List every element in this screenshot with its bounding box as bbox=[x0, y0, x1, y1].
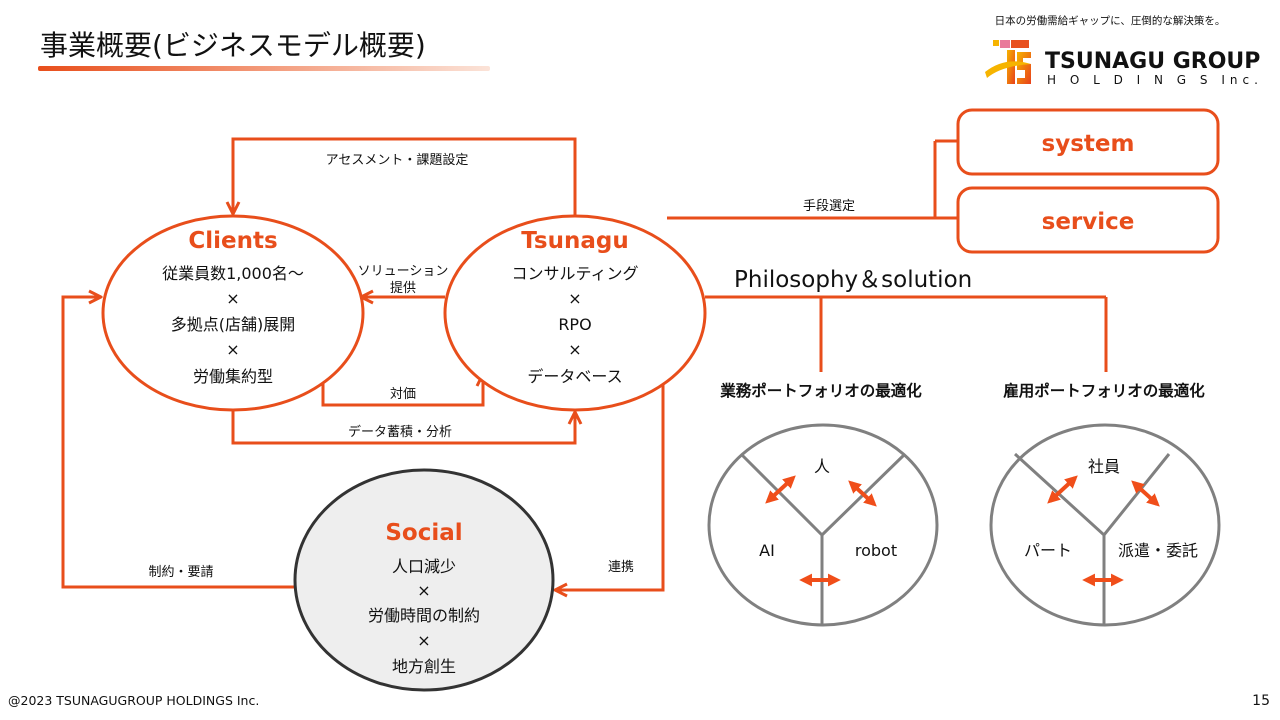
double-arrow-icon bbox=[1131, 480, 1160, 507]
portfolio-title: 業務ポートフォリオの最適化 bbox=[719, 381, 922, 400]
social-line: 地方創生 bbox=[392, 657, 456, 676]
payment-label: 対価 bbox=[390, 387, 416, 402]
employment-portfolio: 雇用ポートフォリオの最適化 社員 パート 派遣・委託 bbox=[989, 381, 1221, 627]
service-label: service bbox=[1042, 209, 1135, 235]
assessment-label: アセスメント・課題設定 bbox=[326, 152, 469, 168]
tsunagu-line: × bbox=[568, 289, 581, 308]
double-arrow-icon bbox=[848, 480, 877, 507]
business-portfolio: 業務ポートフォリオの最適化 人 AI robot bbox=[707, 381, 939, 627]
portfolio-title: 雇用ポートフォリオの最適化 bbox=[1003, 381, 1205, 400]
copyright: @2023 TSUNAGUGROUP HOLDINGS Inc. bbox=[8, 693, 259, 708]
portfolio-top: 社員 bbox=[1088, 457, 1120, 476]
portfolio-right: robot bbox=[855, 541, 897, 560]
link-arrow bbox=[555, 385, 665, 590]
means-connector bbox=[667, 139, 958, 220]
clients-line: 従業員数1,000名～ bbox=[162, 264, 304, 283]
double-arrow-icon bbox=[1047, 475, 1078, 504]
social-line: × bbox=[417, 631, 430, 650]
logo-sub: H O L D I N G S Inc. bbox=[1047, 73, 1263, 87]
tsunagu-line: コンサルティング bbox=[511, 264, 638, 283]
page-number: 15 bbox=[1252, 693, 1270, 709]
title-underline bbox=[38, 66, 490, 71]
tsunagu-line: RPO bbox=[558, 315, 591, 334]
logo-tagline: 日本の労働需給ギャップに、圧倒的な解決策を。 bbox=[995, 14, 1226, 27]
tsunagu-line: × bbox=[568, 340, 581, 359]
social-node: Social 人口減少 × 労働時間の制約 × 地方創生 bbox=[293, 468, 555, 692]
constraint-label: 制約・要請 bbox=[148, 565, 213, 580]
social-line: × bbox=[417, 581, 430, 600]
portfolio-right: 派遣・委託 bbox=[1118, 541, 1198, 560]
page-title: 事業概要(ビジネスモデル概要) bbox=[40, 29, 426, 62]
solution-label-2: 提供 bbox=[390, 280, 416, 296]
clients-line: × bbox=[226, 340, 239, 359]
tsunagu-line: データベース bbox=[527, 367, 622, 386]
link-label: 連携 bbox=[608, 559, 634, 575]
portfolio-left: AI bbox=[759, 541, 775, 560]
assessment-arrow bbox=[233, 137, 577, 216]
logo-name: TSUNAGU GROUP bbox=[1045, 49, 1260, 74]
clients-node: Clients 従業員数1,000名～ × 多拠点(店舗)展開 × 労働集約型 bbox=[101, 214, 365, 412]
clients-line: × bbox=[226, 289, 239, 308]
clients-heading: Clients bbox=[188, 228, 277, 254]
clients-line: 労働集約型 bbox=[193, 367, 273, 386]
solution-label-1: ソリューション bbox=[358, 264, 449, 279]
constraint-arrow bbox=[61, 297, 295, 589]
portfolio-top: 人 bbox=[814, 457, 830, 476]
means-label: 手段選定 bbox=[803, 199, 855, 214]
data-label: データ蓄積・分析 bbox=[348, 424, 452, 440]
social-line: 労働時間の制約 bbox=[368, 606, 480, 625]
service-box: service bbox=[956, 186, 1220, 254]
double-arrow-icon bbox=[765, 475, 796, 504]
company-logo: 日本の労働需給ギャップに、圧倒的な解決策を。 TSUNAGU GROUP H O… bbox=[985, 14, 1263, 87]
data-arrow bbox=[231, 410, 575, 445]
tsunagu-heading: Tsunagu bbox=[521, 228, 628, 254]
payment-arrow bbox=[321, 374, 483, 407]
portfolio-left: パート bbox=[1024, 541, 1072, 560]
tsunagu-node: Tsunagu コンサルティング × RPO × データベース bbox=[443, 214, 707, 412]
social-line: 人口減少 bbox=[392, 557, 456, 576]
social-heading: Social bbox=[385, 520, 462, 546]
philosophy-connector bbox=[705, 295, 1108, 372]
system-label: system bbox=[1042, 131, 1135, 157]
philosophy-label: Philosophy＆solution bbox=[734, 267, 972, 293]
system-box: system bbox=[956, 108, 1220, 176]
clients-line: 多拠点(店舗)展開 bbox=[171, 315, 296, 334]
